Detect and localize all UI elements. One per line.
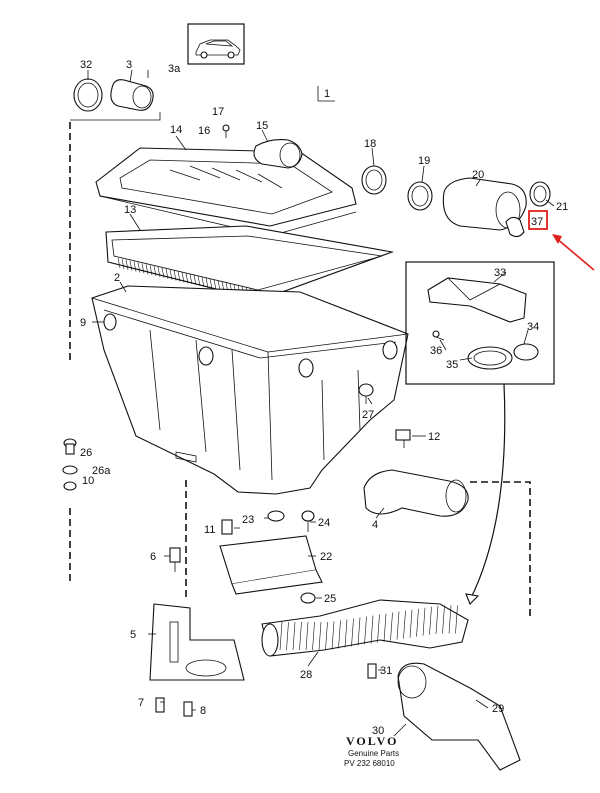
part-32-hose-clamp [73,78,103,112]
part-label-19: 19 [418,155,430,167]
part-11-23-24-fasteners [221,510,315,535]
part-label-24: 24 [318,517,330,529]
group-label [317,86,335,102]
part-21-hose-clamp [529,181,551,207]
part-22-bracket [219,535,323,595]
part-label-22: 22 [320,551,332,563]
part-label-6: 6 [150,551,156,563]
part-19-hose-clamp [407,181,433,211]
part-31-screw [367,663,377,679]
part-label-9: 9 [80,317,86,329]
part-label-17: 17 [212,106,224,118]
part-label-3a: 3a [168,63,181,75]
part-label-26a: 26a [92,465,111,477]
publication-number: PV 232 68010 [344,759,395,768]
part-label-10: 10 [82,475,94,487]
part-3-intake-sleeve [110,70,154,111]
part-26-stack [62,438,78,491]
part-label-30: 30 [372,725,384,737]
part-label-12: 12 [428,431,440,443]
part-label-20: 20 [472,169,484,181]
part-29-30-intake-scoop [397,662,521,771]
part-18-hose-clamp [361,165,387,195]
leader-lines [87,69,555,737]
part-label-34: 34 [527,321,539,333]
footer-logo: VOLVO Genuine Parts PV 232 68010 [344,734,399,768]
part-label-28: 28 [300,669,312,681]
genuine-parts-text: Genuine Parts [348,749,399,758]
part-label-29: 29 [492,703,504,715]
part-label-32: 32 [80,59,92,71]
part-label-23: 23 [242,514,254,526]
part-label-35: 35 [446,359,458,371]
part-label-14: 14 [170,124,182,136]
group-label-text: 1 [324,88,330,100]
part-label-15: 15 [256,120,268,132]
part-label-8: 8 [200,705,206,717]
part-label-26: 26 [80,447,92,459]
part-14-air-filter-cover [95,139,357,237]
part-25-nut [300,592,316,604]
part-label-25: 25 [324,593,336,605]
part-6-sensor [169,547,181,572]
vehicle-thumbnail [187,23,245,65]
part-label-7: 7 [138,697,144,709]
part-7-8-screws [155,697,193,717]
part-label-27: 27 [362,409,374,421]
part-12-sensor [395,429,411,448]
part-label-18: 18 [364,138,376,150]
part-label-37: 37 [531,216,543,228]
part-label-5: 5 [130,629,136,641]
part-37-clip [505,216,525,238]
part-label-11: 11 [204,524,215,536]
part-5-mounting-bracket [149,603,245,681]
part-4-intake-duct [363,469,469,517]
part-label-21: 21 [556,201,568,213]
part-13-air-filter-element [105,225,395,301]
part-label-3: 3 [126,59,132,71]
part-label-2: 2 [114,272,120,284]
part-label-13: 13 [124,204,136,216]
brand-logo-text: VOLVO [346,734,398,748]
part-label-33: 33 [494,267,506,279]
part-28-corrugated-hose [261,599,469,657]
part-label-4: 4 [372,519,378,531]
part-16-17-screw [222,124,230,138]
part-2-air-filter-housing [91,285,409,495]
part-label-31: 31 [380,665,392,677]
part-label-36: 36 [430,345,442,357]
highlight-marker [528,210,595,271]
inset-detail-box [405,261,555,385]
part-label-16: 16 [198,125,210,137]
